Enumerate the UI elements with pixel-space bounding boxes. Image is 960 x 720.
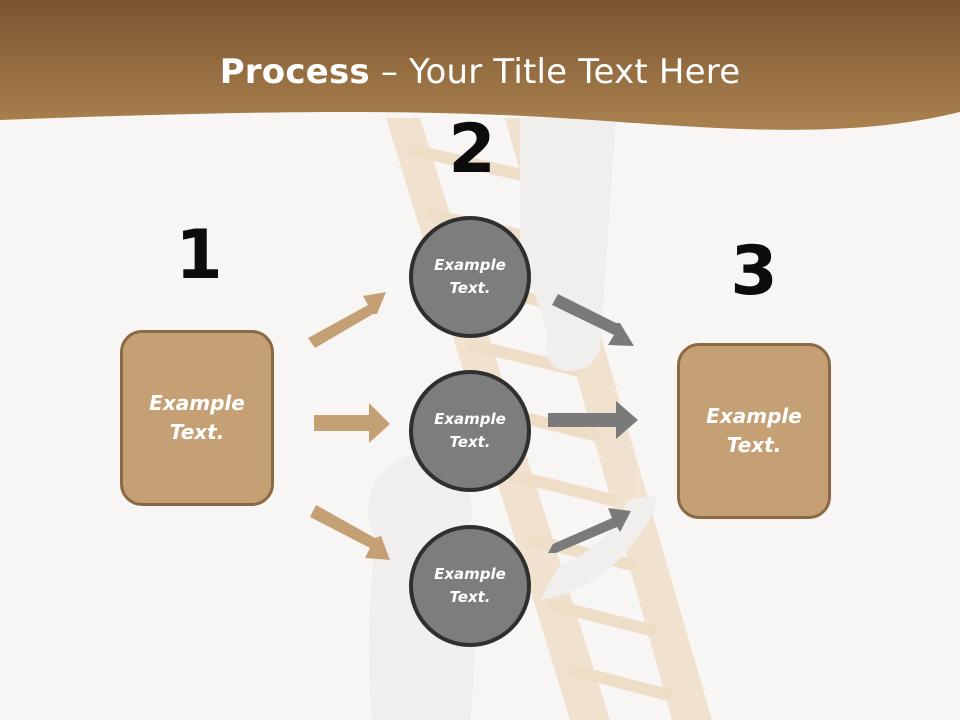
- left-box-label: Example Text.: [149, 391, 245, 444]
- step-number-3: 3: [730, 232, 778, 311]
- title-banner: [0, 0, 960, 130]
- circle-middle: Example Text.: [409, 370, 531, 492]
- arrow-left-to-top: [308, 292, 386, 348]
- right-box: Example Text.: [677, 343, 831, 519]
- circle-top-label: Example Text.: [434, 256, 506, 297]
- right-box-label: Example Text.: [706, 404, 802, 457]
- flow-arrows: [308, 292, 638, 560]
- step-number-2: 2: [448, 110, 496, 189]
- arrow-middle-to-right: [548, 401, 638, 439]
- step-number-1: 1: [175, 216, 223, 295]
- title-rest: – Your Title Text Here: [369, 52, 741, 92]
- arrow-left-to-bottom: [310, 505, 390, 560]
- title-bold: Process: [219, 52, 370, 92]
- arrow-top-to-right: [552, 294, 634, 346]
- circle-bottom: Example Text.: [409, 525, 531, 647]
- circle-middle-label: Example Text.: [434, 410, 506, 451]
- circle-bottom-label: Example Text.: [434, 565, 506, 606]
- slide-title: Process – Your Title Text Here: [0, 52, 960, 92]
- left-box: Example Text.: [120, 330, 274, 506]
- circle-top: Example Text.: [409, 216, 531, 338]
- arrow-left-to-middle: [314, 403, 390, 443]
- arrow-bottom-to-right: [548, 508, 631, 553]
